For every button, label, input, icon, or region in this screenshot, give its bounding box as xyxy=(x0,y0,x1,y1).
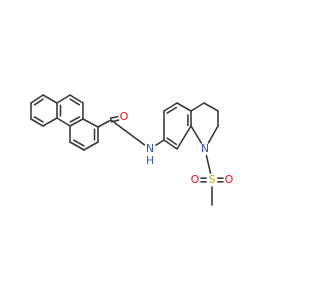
bond xyxy=(56,94,71,104)
bond xyxy=(33,116,44,123)
sulfur-label: S xyxy=(209,173,216,186)
bond xyxy=(190,125,203,144)
bond-layer xyxy=(30,94,224,206)
bond xyxy=(42,117,58,127)
bond xyxy=(69,118,84,127)
bond xyxy=(176,125,192,150)
bond xyxy=(97,119,112,128)
atom-label-layer: O N H N S O O xyxy=(120,110,234,186)
sulfonyl-oxygen-right-label: O xyxy=(225,173,234,186)
bond xyxy=(163,102,178,112)
bond xyxy=(166,137,178,146)
amide-hydrogen-label: H xyxy=(146,154,154,167)
molecule-drawing: O N H N S O O xyxy=(30,94,234,206)
bond xyxy=(82,118,99,128)
sulfonyl-oxygen-left-label: O xyxy=(191,173,200,186)
bond xyxy=(205,155,212,174)
bond xyxy=(42,94,58,104)
bond xyxy=(110,119,146,146)
bond xyxy=(56,117,71,127)
bond xyxy=(163,139,178,150)
bond xyxy=(155,139,165,146)
bond xyxy=(33,98,44,106)
bond xyxy=(69,98,81,106)
bond xyxy=(30,118,44,127)
amide-nitrogen-label: N xyxy=(146,142,154,155)
bond xyxy=(30,94,44,104)
bond xyxy=(83,141,99,151)
bond xyxy=(207,125,219,144)
bond xyxy=(190,102,205,112)
ring-nitrogen-label: N xyxy=(201,142,209,155)
bond xyxy=(203,102,219,112)
bond xyxy=(69,94,84,104)
structure-canvas: O N H N S O O xyxy=(30,94,234,206)
bond xyxy=(176,102,192,112)
bond xyxy=(69,116,81,123)
bond xyxy=(73,139,85,147)
bond xyxy=(166,106,178,114)
carbonyl-oxygen-label: O xyxy=(120,110,129,123)
bond xyxy=(109,115,119,119)
bond xyxy=(69,141,85,151)
